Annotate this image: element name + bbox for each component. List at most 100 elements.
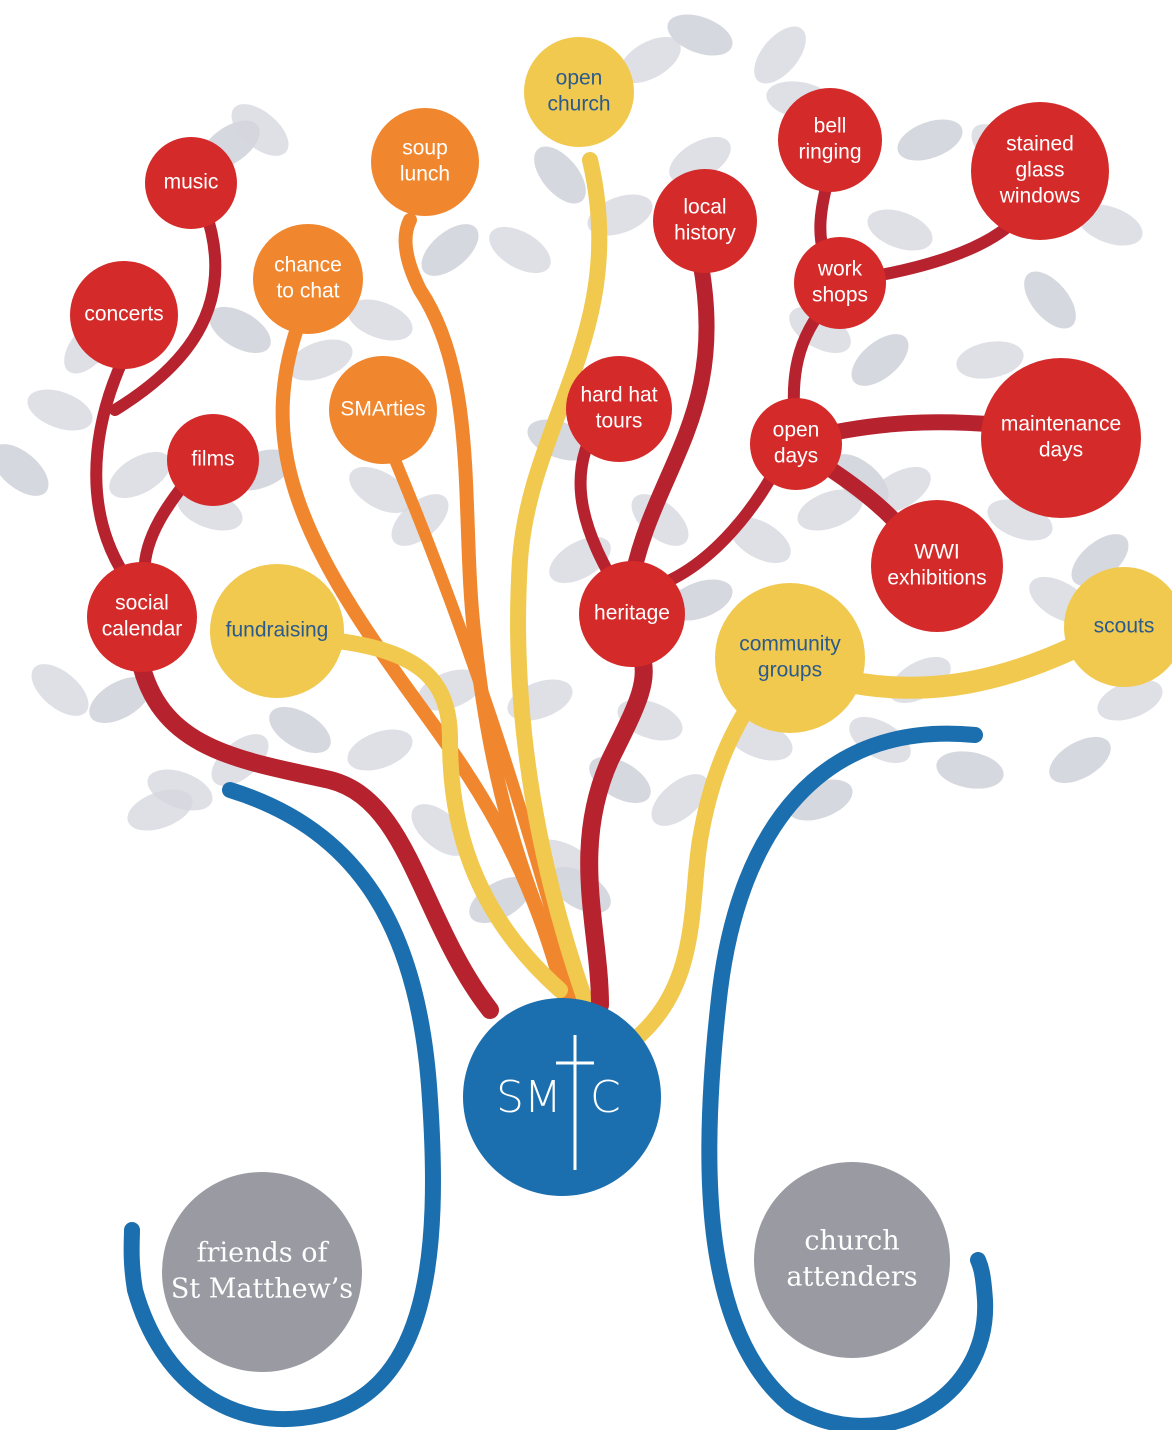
- leaf-shape: [851, 334, 909, 386]
- branch-scouts: [829, 629, 1101, 699]
- node-circle: [579, 561, 685, 667]
- node-label-line: ringing: [798, 141, 861, 164]
- branch-fundraising: [322, 632, 568, 998]
- friends-circle[interactable]: friends of St Matthew’s: [162, 1172, 362, 1372]
- logo-left-text: SM: [496, 1072, 562, 1123]
- node-circle: [981, 358, 1141, 518]
- node-circle: [715, 583, 865, 733]
- attenders-line-1: church: [804, 1226, 899, 1257]
- node-circle: [871, 500, 1003, 632]
- node-circle: [253, 224, 363, 334]
- node-circle: [778, 88, 882, 192]
- leaf-shape: [1024, 271, 1076, 329]
- branch-heritage: [580, 641, 653, 1014]
- node-circle: [210, 564, 344, 698]
- logo-circle: [463, 998, 661, 1196]
- node-label-line: fundraising: [226, 619, 329, 642]
- node-circle: [70, 261, 178, 369]
- branch-local-history: [622, 252, 715, 598]
- node-label-line: scouts: [1094, 615, 1155, 638]
- leaf-shape: [797, 489, 863, 531]
- node-label-line: work: [817, 258, 863, 281]
- leaf-shape: [269, 706, 331, 754]
- leaf-shape: [89, 676, 151, 724]
- node-label-line: WWI: [914, 541, 959, 564]
- leaf-shape: [897, 119, 963, 161]
- node-label-line: bell: [814, 115, 847, 138]
- node-heritage[interactable]: heritage: [579, 561, 685, 667]
- node-circle: [371, 108, 479, 216]
- attenders-circle-shape: [754, 1162, 950, 1358]
- leaf-shape: [534, 146, 586, 204]
- node-label-line: heritage: [594, 602, 670, 625]
- node-circle: [167, 414, 259, 506]
- node-scouts[interactable]: scouts: [1064, 567, 1172, 687]
- node-hard-hat-tours[interactable]: hard hat tours: [566, 356, 672, 462]
- node-bell-ringing[interactable]: bell ringing: [778, 88, 882, 192]
- node-circle: [1064, 567, 1172, 687]
- node-films[interactable]: films: [167, 414, 259, 506]
- leaf-shape: [1049, 736, 1111, 784]
- node-circle: [653, 169, 757, 273]
- leaf-shape: [619, 36, 681, 84]
- attenders-circle[interactable]: church attenders: [754, 1162, 950, 1358]
- node-circle: [329, 356, 437, 464]
- leaf-shape: [347, 729, 413, 771]
- attenders-line-2: attenders: [786, 1262, 917, 1293]
- node-music[interactable]: music: [145, 137, 237, 229]
- node-label-line: maintenance: [1001, 413, 1121, 436]
- leaf-shape: [936, 751, 1004, 789]
- leaf-shape: [31, 664, 89, 716]
- node-circle: [750, 398, 842, 490]
- friends-circle-shape: [162, 1172, 362, 1372]
- node-label-line: tours: [596, 410, 643, 433]
- node-fundraising[interactable]: fundraising: [210, 564, 344, 698]
- node-label-line: open: [773, 419, 820, 442]
- smtc-logo[interactable]: SM C: [463, 998, 661, 1196]
- node-circle: [566, 356, 672, 462]
- leaf-shape: [867, 209, 933, 251]
- node-label-line: films: [191, 448, 234, 471]
- leaf-shape: [651, 774, 709, 826]
- leaf-shape: [1097, 679, 1163, 721]
- node-label-line: hard hat: [580, 384, 657, 407]
- leaf-shape: [109, 451, 171, 499]
- leaf-shape: [956, 341, 1024, 379]
- leaf-shape: [27, 389, 93, 431]
- leaf-shape: [287, 339, 353, 381]
- node-label-line: concerts: [84, 303, 163, 326]
- node-label-line: shops: [812, 284, 868, 307]
- node-smarties[interactable]: SMArties: [329, 356, 437, 464]
- branch-concerts: [90, 349, 141, 596]
- leaf-shape: [349, 466, 411, 514]
- node-label-line: soup: [402, 137, 448, 160]
- node-label-line: open: [556, 67, 603, 90]
- node-label-line: calendar: [102, 618, 183, 641]
- node-circle: [971, 102, 1109, 240]
- node-label-line: glass: [1015, 159, 1064, 182]
- node-circle: [87, 562, 197, 672]
- node-label-line: music: [164, 171, 219, 194]
- node-concerts[interactable]: concerts: [70, 261, 178, 369]
- node-work-shops[interactable]: work shops: [794, 237, 886, 329]
- leaf-shape: [1071, 534, 1129, 586]
- leaf-shape: [729, 516, 791, 564]
- node-label-line: local: [683, 196, 726, 219]
- left-root-arm: [123, 782, 441, 1428]
- leaf-shape: [127, 789, 193, 831]
- node-circle: [794, 237, 886, 329]
- logo-right-text: C: [590, 1072, 621, 1123]
